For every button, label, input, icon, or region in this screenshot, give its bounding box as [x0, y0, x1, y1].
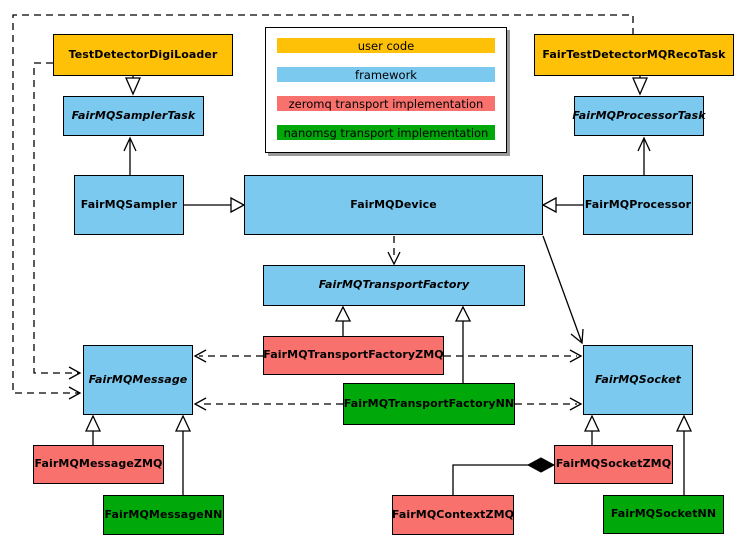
legend-item-nanomsg: nanomsg transport implementation — [277, 125, 495, 140]
edge-device-to-socket — [542, 235, 584, 345]
node-fairmqsampler: FairMQSampler — [74, 175, 184, 235]
edge-socketzmq-to-socket — [583, 414, 601, 445]
edge-contextzmq-to-socketzmq — [452, 457, 556, 495]
edge-messagenn-to-message — [174, 414, 192, 495]
edge-recotask-to-message — [12, 14, 634, 400]
node-fairmqtransportfactoryzmq: FairMQTransportFactoryZMQ — [263, 336, 444, 375]
legend-label-nanomsg: nanomsg transport implementation — [283, 125, 489, 140]
edge-factoryzmq-to-socket — [444, 349, 583, 363]
node-fairmqsocketzmq: FairMQSocketZMQ — [554, 445, 673, 484]
edge-factorynn-to-message — [193, 397, 343, 411]
edge-digiloader-to-samplertask — [125, 76, 141, 96]
node-fairmqsamplertask: FairMQSamplerTask — [63, 96, 204, 136]
node-fairmqsocket: FairMQSocket — [583, 345, 693, 415]
node-fairmqprocessor: FairMQProcessor — [583, 175, 693, 235]
edge-messagezmq-to-message — [84, 414, 102, 445]
edge-digiloader-to-message — [33, 62, 82, 380]
legend-label-framework: framework — [355, 67, 417, 82]
edge-factoryzmq-to-factory — [334, 305, 352, 336]
node-fairmqmessagenn: FairMQMessageNN — [103, 495, 224, 535]
edge-processor-to-processortask — [637, 136, 651, 176]
legend-label-user-code: user code — [357, 38, 415, 53]
node-fairmqmessagezmq: FairMQMessageZMQ — [33, 445, 164, 484]
legend-item-framework: framework — [277, 67, 495, 82]
edge-factoryzmq-to-message — [193, 349, 263, 363]
node-fairmqdevice: FairMQDevice — [244, 175, 543, 235]
node-fairmqprocessortask: FairMQProcessorTask — [572, 96, 706, 136]
legend-item-zeromq: zeromq transport implementation — [277, 96, 495, 111]
legend-label-zeromq: zeromq transport implementation — [288, 96, 484, 111]
node-fairmqcontextzmq: FairMQContextZMQ — [392, 495, 514, 535]
edge-socketnn-to-socket — [675, 414, 693, 495]
node-testdetectordigiloader: TestDetectorDigiLoader — [53, 34, 233, 76]
edge-recotask-to-processortask — [632, 76, 648, 96]
legend-item-user-code: user code — [277, 38, 495, 53]
node-fairmqmessage: FairMQMessage — [83, 345, 193, 415]
edge-sampler-to-device — [184, 196, 246, 214]
edge-device-to-factory — [387, 236, 401, 266]
legend: user code framework zeromq transport imp… — [265, 27, 507, 153]
edge-sampler-to-samplertask — [123, 136, 137, 176]
edge-processor-to-device — [541, 196, 583, 214]
node-fairmqtransportfactory: FairMQTransportFactory — [263, 265, 525, 306]
node-fairmqsocketnn: FairMQSocketNN — [603, 495, 724, 534]
edge-factorynn-to-socket — [515, 397, 583, 411]
node-fairtestdetectormqrecotask: FairTestDetectorMQRecoTask — [534, 34, 734, 76]
edge-factorynn-to-factory — [454, 305, 472, 383]
node-fairmqtransportfactorynn: FairMQTransportFactoryNN — [343, 383, 515, 425]
